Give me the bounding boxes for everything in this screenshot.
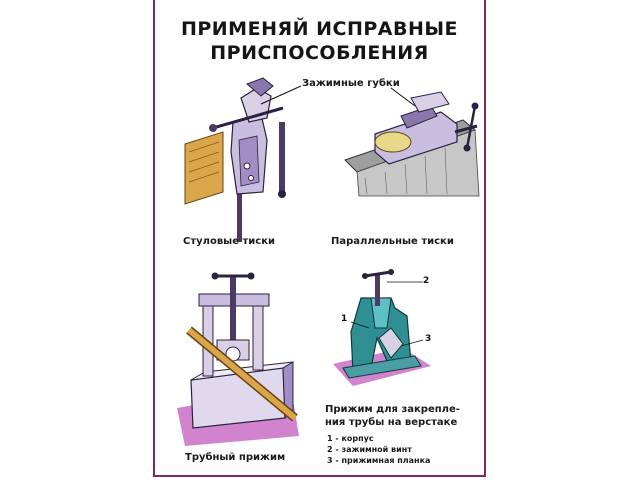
chair-vise-caption: Стуловые тиски: [183, 236, 276, 247]
poster-title-line1: ПРИМЕНЯЙ ИСПРАВНЫЕ: [180, 18, 459, 40]
jaws-leader-left: [260, 85, 302, 105]
poster-title-line2: ПРИСПОСОБЛЕНИЯ: [210, 42, 429, 64]
bench-clamp-caption-line1: Прижим для закрепле-: [325, 404, 460, 415]
chair-vise-illustration: [184, 77, 286, 242]
legend-item-3: 3 - прижимная планка: [327, 456, 431, 465]
callout-number-2: 2: [423, 276, 430, 286]
parallel-vise-caption: Параллельные тиски: [331, 236, 454, 247]
pipe-clamp-caption: Трубный прижим: [185, 452, 286, 463]
legend-item-2: 2 - зажимной винт: [327, 445, 412, 454]
jaws-leader-right: [390, 87, 416, 107]
jaws-callout-label: Зажимные губки: [302, 78, 400, 89]
pipe-clamp-illustration: [177, 272, 299, 446]
parallel-vise-illustration: [344, 91, 480, 197]
callout-number-3: 3: [425, 334, 432, 344]
safety-poster: ПРИМЕНЯЙ ИСПРАВНЫЕ ПРИСПОСОБЛЕНИЯ Зажимн…: [153, 0, 486, 477]
bench-clamp-illustration: [333, 269, 431, 386]
bench-clamp-caption-line2: ния трубы на верстаке: [325, 417, 458, 428]
legend-item-1: 1 - корпус: [327, 434, 374, 443]
callout-number-1: 1: [341, 314, 348, 324]
